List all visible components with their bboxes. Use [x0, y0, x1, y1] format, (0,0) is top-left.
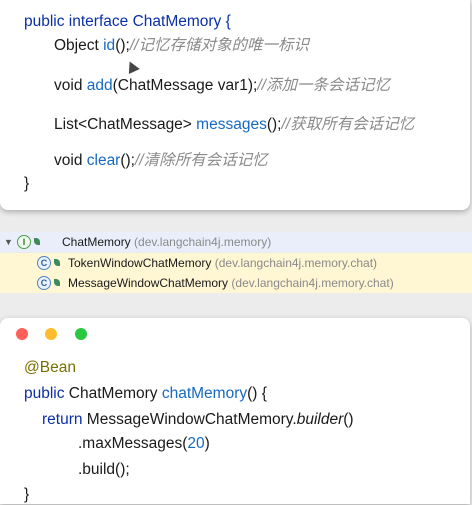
package-name: (dev.langchain4j.memory) [130, 235, 272, 249]
method-params: () [343, 411, 354, 428]
code-comment: //添加一条会话记忆 [257, 77, 390, 94]
package-name: (dev.langchain4j.memory.chat) [228, 276, 394, 290]
closing-brace: } [24, 175, 30, 192]
build-line: .build(); [78, 461, 130, 478]
return-type: void [54, 77, 87, 94]
class-name: ChatMemory [62, 235, 131, 249]
class-icon: C [37, 256, 51, 270]
class-icon: C [37, 276, 51, 290]
visibility-icon [54, 259, 60, 266]
tree-item-chatmemory[interactable]: ▼ I ChatMemory (dev.langchain4j.memory) [0, 232, 472, 252]
code-comment: //记忆存储对象的唯一标识 [129, 37, 309, 54]
method-params: (); [120, 152, 135, 169]
tree-item-label: TokenWindowChatMemory (dev.langchain4j.m… [68, 253, 377, 273]
minimize-window-icon[interactable] [45, 328, 57, 340]
tree-item-messagewindowchatmemory[interactable]: C MessageWindowChatMemory (dev.langchain… [0, 273, 472, 293]
code-comment: //获取所有会话记忆 [281, 116, 415, 133]
method-name: messages [196, 116, 267, 133]
keyword: public [24, 385, 65, 402]
class-name: MessageWindowChatMemory [68, 276, 229, 290]
close-window-icon[interactable] [16, 328, 28, 340]
code-comment: //清除所有会话记忆 [135, 152, 268, 169]
method-name: clear [86, 152, 121, 169]
visibility-icon [34, 238, 40, 245]
method-params: (); [115, 37, 130, 54]
max-messages-line: .maxMessages(20) [78, 434, 210, 454]
bean-code-panel: @Bean public ChatMemory chatMemory() { r… [0, 318, 470, 504]
interface-code-panel: public interface ChatMemory { Object id(… [0, 0, 470, 210]
annotation-line: @Bean [24, 358, 76, 378]
method-name: id [103, 37, 116, 54]
class-name: TokenWindowChatMemory [68, 256, 212, 270]
method-call: .maxMessages( [78, 435, 188, 452]
annotation: @Bean [24, 359, 76, 376]
method-id-line: Object id();//记忆存储对象的唯一标识 [54, 36, 309, 56]
interface-name: ChatMemory { [128, 13, 231, 30]
return-type: Object [54, 37, 104, 54]
package-name: (dev.langchain4j.memory.chat) [211, 256, 378, 270]
method-name: chatMemory [161, 385, 248, 402]
closing-brace: } [24, 486, 30, 503]
method-name: builder [296, 411, 344, 428]
tree-item-label: ChatMemory (dev.langchain4j.memory) [62, 232, 271, 252]
method-add-line: void add(ChatMessage var1);//添加一条会话记忆 [54, 76, 390, 96]
method-params: () { [247, 385, 267, 402]
keyword: public interface [24, 13, 129, 30]
chevron-down-icon[interactable]: ▼ [4, 237, 13, 247]
return-type: void [54, 152, 87, 169]
visibility-icon [54, 279, 60, 286]
method-call-close: ) [204, 435, 210, 452]
method-signature-line: public ChatMemory chatMemory() { [24, 384, 267, 404]
class-name: MessageWindowChatMemory. [82, 411, 297, 428]
number-literal: 20 [187, 435, 205, 452]
interface-declaration-line: public interface ChatMemory { [24, 12, 231, 32]
tree-item-label: MessageWindowChatMemory (dev.langchain4j… [68, 273, 394, 293]
method-name: add [86, 77, 113, 94]
method-messages-line: List<ChatMessage> messages();//获取所有会话记忆 [54, 115, 414, 135]
return-type: ChatMemory [64, 385, 162, 402]
keyword: return [42, 411, 83, 428]
method-clear-line: void clear();//清除所有会话记忆 [54, 151, 268, 171]
method-params: (ChatMessage var1); [112, 77, 258, 94]
return-type: List<ChatMessage> [54, 116, 197, 133]
return-line: return MessageWindowChatMemory.builder() [42, 410, 354, 430]
tree-item-tokenwindowchatmemory[interactable]: C TokenWindowChatMemory (dev.langchain4j… [0, 253, 472, 273]
mouse-cursor-icon [124, 58, 140, 75]
type-hierarchy-tree[interactable]: ▼ I ChatMemory (dev.langchain4j.memory) … [0, 232, 472, 294]
maximize-window-icon[interactable] [75, 328, 87, 340]
interface-icon: I [17, 235, 31, 249]
method-params: (); [266, 116, 282, 133]
